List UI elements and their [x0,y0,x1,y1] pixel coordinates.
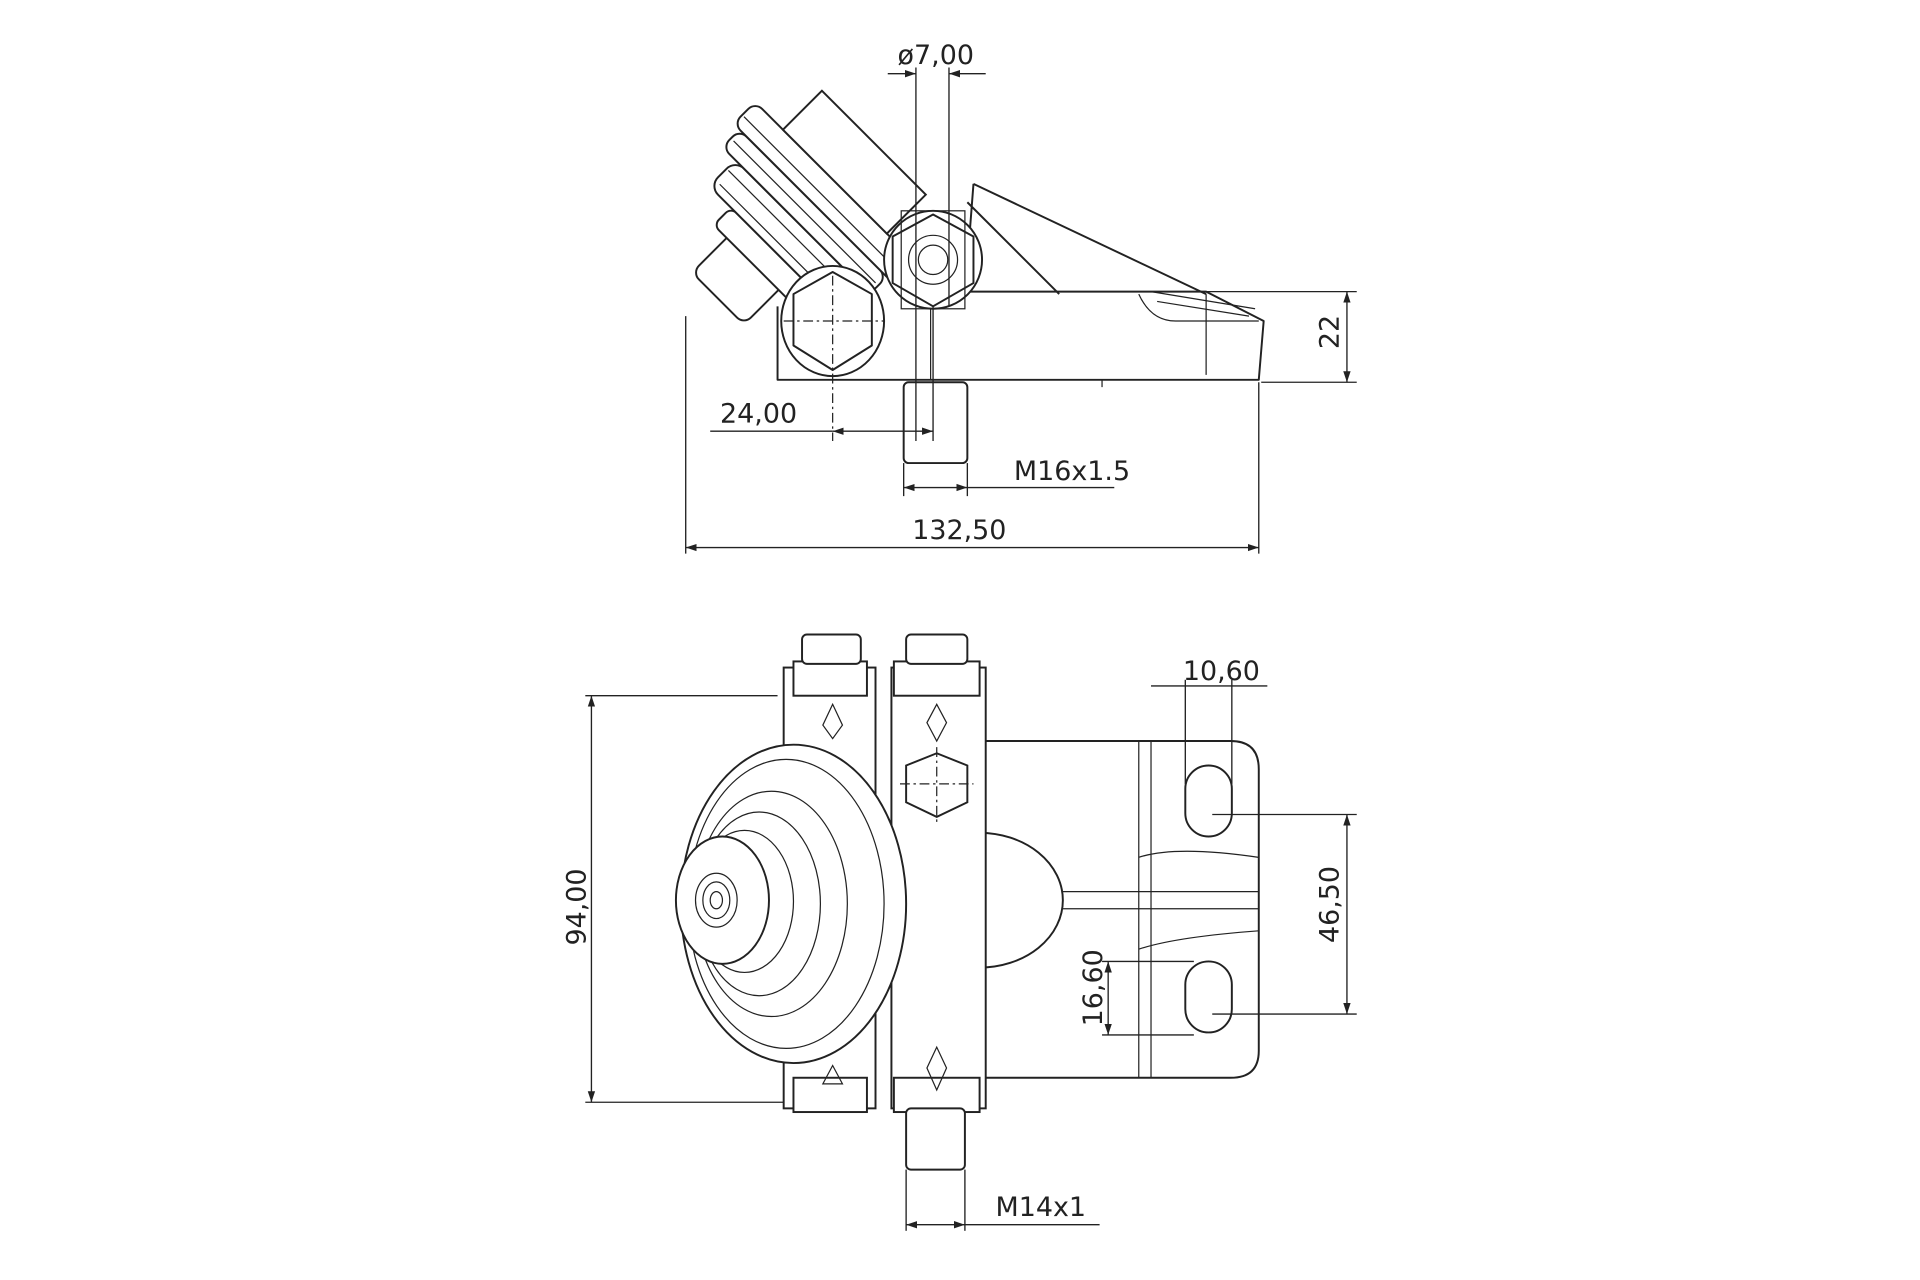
dim-overall-width-label: 94,00 [561,868,592,945]
mount-slot-bottom [1184,960,1233,1034]
base-plate [776,290,1265,381]
dim-thread-bottom-label: M14x1 [996,1192,1087,1223]
filter-disc [674,743,908,1065]
dim-offset-label: 24,00 [720,399,797,430]
dim-slot-width: 10,60 [1151,656,1268,784]
dim-slot-width-label: 10,60 [1183,656,1260,687]
port-right [890,633,987,1114]
dim-hole-spacing-label: 46,50 [1314,866,1345,943]
threaded-stud-top [902,381,969,465]
mount-slot-top [1184,764,1233,838]
dim-thread-top-label: M16x1.5 [1014,456,1130,487]
dim-height-label: 22 [1314,315,1345,349]
bottom-view: 94,00 10,60 46,50 16,60 M14x1 [561,633,1357,1231]
dim-slot-length: 16,60 [1078,949,1194,1036]
hex-nut-left [780,264,886,442]
dim-thread-top: M16x1.5 [903,456,1130,497]
dim-slot-length-label: 16,60 [1078,949,1109,1026]
dim-hole-spacing: 46,50 [1212,813,1357,1015]
dim-diameter-label: ø7,00 [898,40,974,71]
dim-overall-length-label: 132,50 [912,515,1006,546]
side-view: ø7,00 24,00 M16x1.5 132,50 22 [685,40,1357,554]
dim-offset: 24,00 [710,306,934,442]
threaded-stud-bottom [905,1107,966,1171]
hex-nut-right [883,209,984,310]
dim-overall-width: 94,00 [561,695,784,1103]
filter-head [695,89,928,322]
dim-diameter: ø7,00 [887,40,986,442]
mount-bracket-plate [985,740,1260,1079]
mount-bracket [966,182,1207,295]
dim-overall-length: 132,50 [685,316,1260,554]
dim-thread-bottom: M14x1 [905,1169,1100,1231]
dim-height: 22 [1206,290,1357,383]
